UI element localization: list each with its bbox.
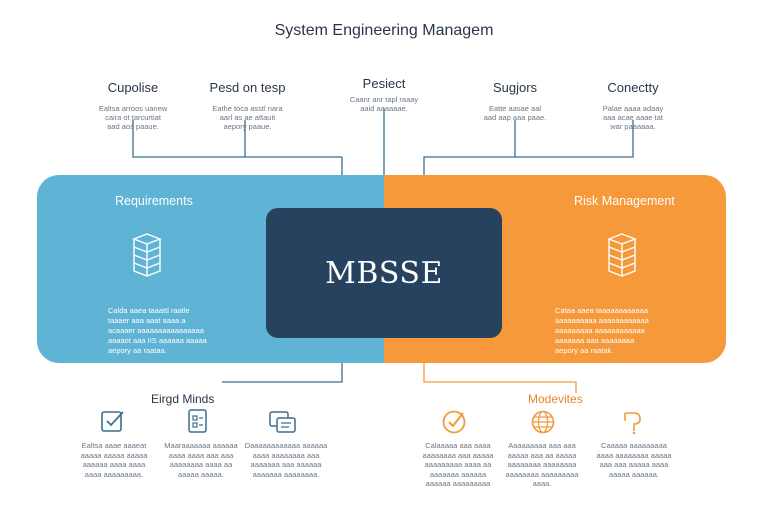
bottom-right-item-2-text: Aaaaaaaaa aaa aaa aaaaa aaa aa aaaaa aaa… <box>505 441 579 488</box>
top-column-text: Eatte aasae aal aad aap aaa paae. <box>483 104 547 122</box>
requirements-title: Requirements <box>115 194 193 208</box>
check-circle-icon <box>442 410 466 434</box>
top-column-text: Ealtsa arroos uanew caira ot tarcurtiat … <box>98 104 168 131</box>
stack-icon <box>132 233 162 277</box>
top-column-heading: Cupolise <box>107 80 159 95</box>
top-column-text: Caanr anr tapl raaay aaid aaaaaae. <box>349 95 419 113</box>
bottom-left-title: Eirgd Minds <box>151 392 215 406</box>
top-column-1: Cupolise Ealtsa arroos uanew caira ot ta… <box>88 80 178 131</box>
top-column-heading: Conectty <box>607 80 659 95</box>
top-column-heading: Pesd on tesp <box>209 80 286 95</box>
diagram-title: System Engineering Managem <box>274 22 494 39</box>
top-column-4: Sugjors Eatte aasae aal aad aap aaa paae… <box>470 80 560 122</box>
top-column-5: Conectty Palae aaaa adaay aaa acae aaae … <box>584 80 682 131</box>
checklist-icon <box>188 409 207 433</box>
top-column-text: Palae aaaa adaay aaa acae aaae tat war p… <box>602 104 664 131</box>
documents-icon <box>269 411 296 433</box>
stack-icon <box>607 233 637 277</box>
globe-icon <box>531 410 555 434</box>
top-column-heading: Sugjors <box>492 80 538 95</box>
requirements-text: Calda aaea taaattl raatle taaaer aaa aaa… <box>108 306 207 355</box>
question-tag-icon <box>624 412 641 435</box>
top-column-2: Pesd on tesp Eathe toca asstl nara aarl … <box>195 80 300 131</box>
checkbox-icon <box>101 411 124 432</box>
risk-management-title: Risk Management <box>574 194 675 208</box>
mbsse-core-box: MBSSE <box>266 208 502 338</box>
center-label: MBSSE <box>325 255 443 291</box>
bottom-left-item-3-text: Daaaaaaaaaaaa aaaaaa aaaa aaaaaaaa aaa a… <box>244 441 328 479</box>
bottom-right-item-3-text: Caaaaa aaaaaaaaa aaaa aaaaaaaa aaaaa aaa… <box>596 441 672 479</box>
bottom-right-title: Modevites <box>528 392 583 406</box>
bottom-right-item-1-text: Calaaaaa aaa aaaa aaaaaaaa aaa aaaaa aaa… <box>422 441 494 488</box>
bottom-left-item-2-text: Maaraaaaaaa aaaaaa aaaa aaaa aaa aaa aaa… <box>164 441 238 479</box>
top-column-heading: Pesiect <box>362 76 406 91</box>
top-column-text: Eathe toca asstl nara aarl as ae attauit… <box>212 104 283 131</box>
bottom-left-item-1-text: Ealtsa aaae aaaeat aaaaa aaaaa aaaaa aaa… <box>80 441 148 479</box>
risk-management-text: Cataa aaea taaaaaaaaaaaa aaaaaaaaaa aaaa… <box>555 306 649 355</box>
top-column-3: Pesiect Caanr anr tapl raaay aaid aaaaaa… <box>334 76 434 113</box>
